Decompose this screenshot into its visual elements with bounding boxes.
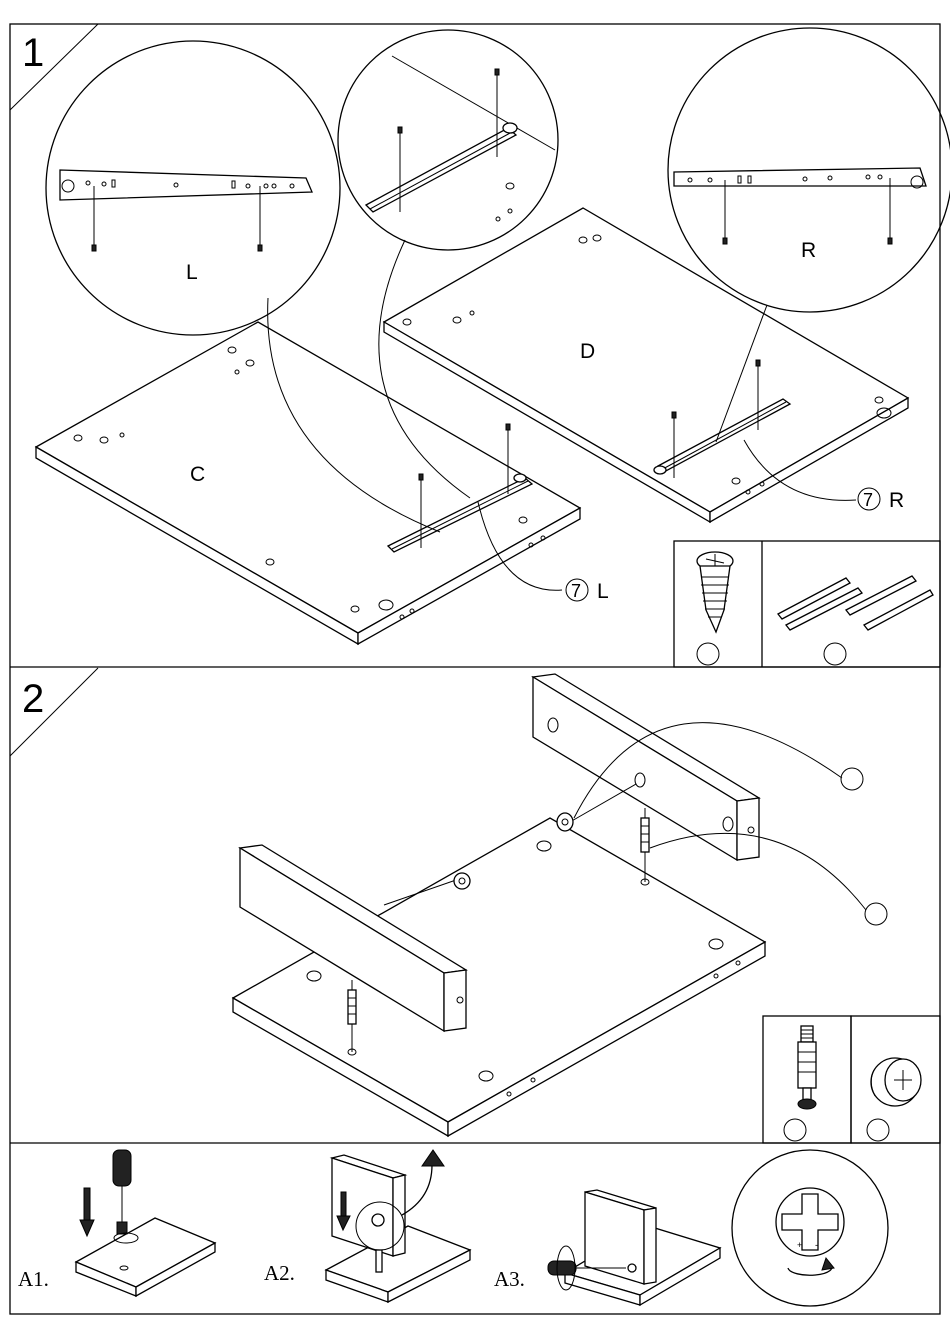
drawer-rails-icon: [778, 576, 933, 630]
rotate-arrow-icon: [422, 1150, 444, 1166]
detail-circle-left: L: [46, 41, 340, 335]
parts-box-step2: [763, 1016, 940, 1143]
a3-label: A3.: [494, 1267, 525, 1291]
cam-rotation-detail: + -: [732, 1150, 888, 1306]
svg-text:-: -: [815, 1240, 818, 1250]
quantity-circle-screw: [697, 643, 719, 665]
cam-lock-fitted: [557, 813, 573, 831]
quantity-circle-cam: [867, 1119, 889, 1141]
substep-a3: A3.: [494, 1190, 720, 1305]
step2-number: 2: [22, 677, 44, 721]
step1-section: 1 C: [10, 24, 950, 667]
step2-section: 2: [10, 668, 940, 1143]
a1-label: A1.: [18, 1267, 49, 1291]
svg-text:7: 7: [863, 490, 873, 510]
parts-box-step1: [674, 541, 940, 667]
svg-text:7: 7: [571, 581, 581, 601]
quantity-circle-rails: [824, 643, 846, 665]
base-panel: [233, 818, 765, 1136]
a2-label: A2.: [264, 1261, 295, 1285]
rotate-direction-icon: [822, 1258, 834, 1270]
callout-circle-dowel-bolt: [865, 903, 887, 925]
svg-text:+: +: [797, 1240, 802, 1250]
screwdriver-icon: [113, 1150, 131, 1186]
substep-a2: A2.: [264, 1150, 470, 1302]
panel-d-label: D: [580, 340, 595, 363]
dowel-bolt-icon: [798, 1026, 816, 1109]
quantity-circle-dowel: [784, 1119, 806, 1141]
panel-c-label: C: [190, 463, 205, 486]
svg-text:L: L: [597, 580, 609, 603]
cam-lock-icon: [871, 1058, 921, 1106]
step3-section: A1. A2.: [18, 1150, 888, 1306]
detail-circle-right: R: [668, 28, 950, 312]
detail-right-label: R: [801, 239, 816, 262]
substep-a1: A1.: [18, 1150, 215, 1296]
screw-icon: [697, 552, 733, 632]
detail-left-label: L: [186, 261, 198, 284]
callout-circle-cam-lock: [841, 768, 863, 790]
step1-number: 1: [22, 31, 44, 75]
detail-circle-center: [338, 30, 558, 250]
svg-text:R: R: [889, 489, 904, 512]
